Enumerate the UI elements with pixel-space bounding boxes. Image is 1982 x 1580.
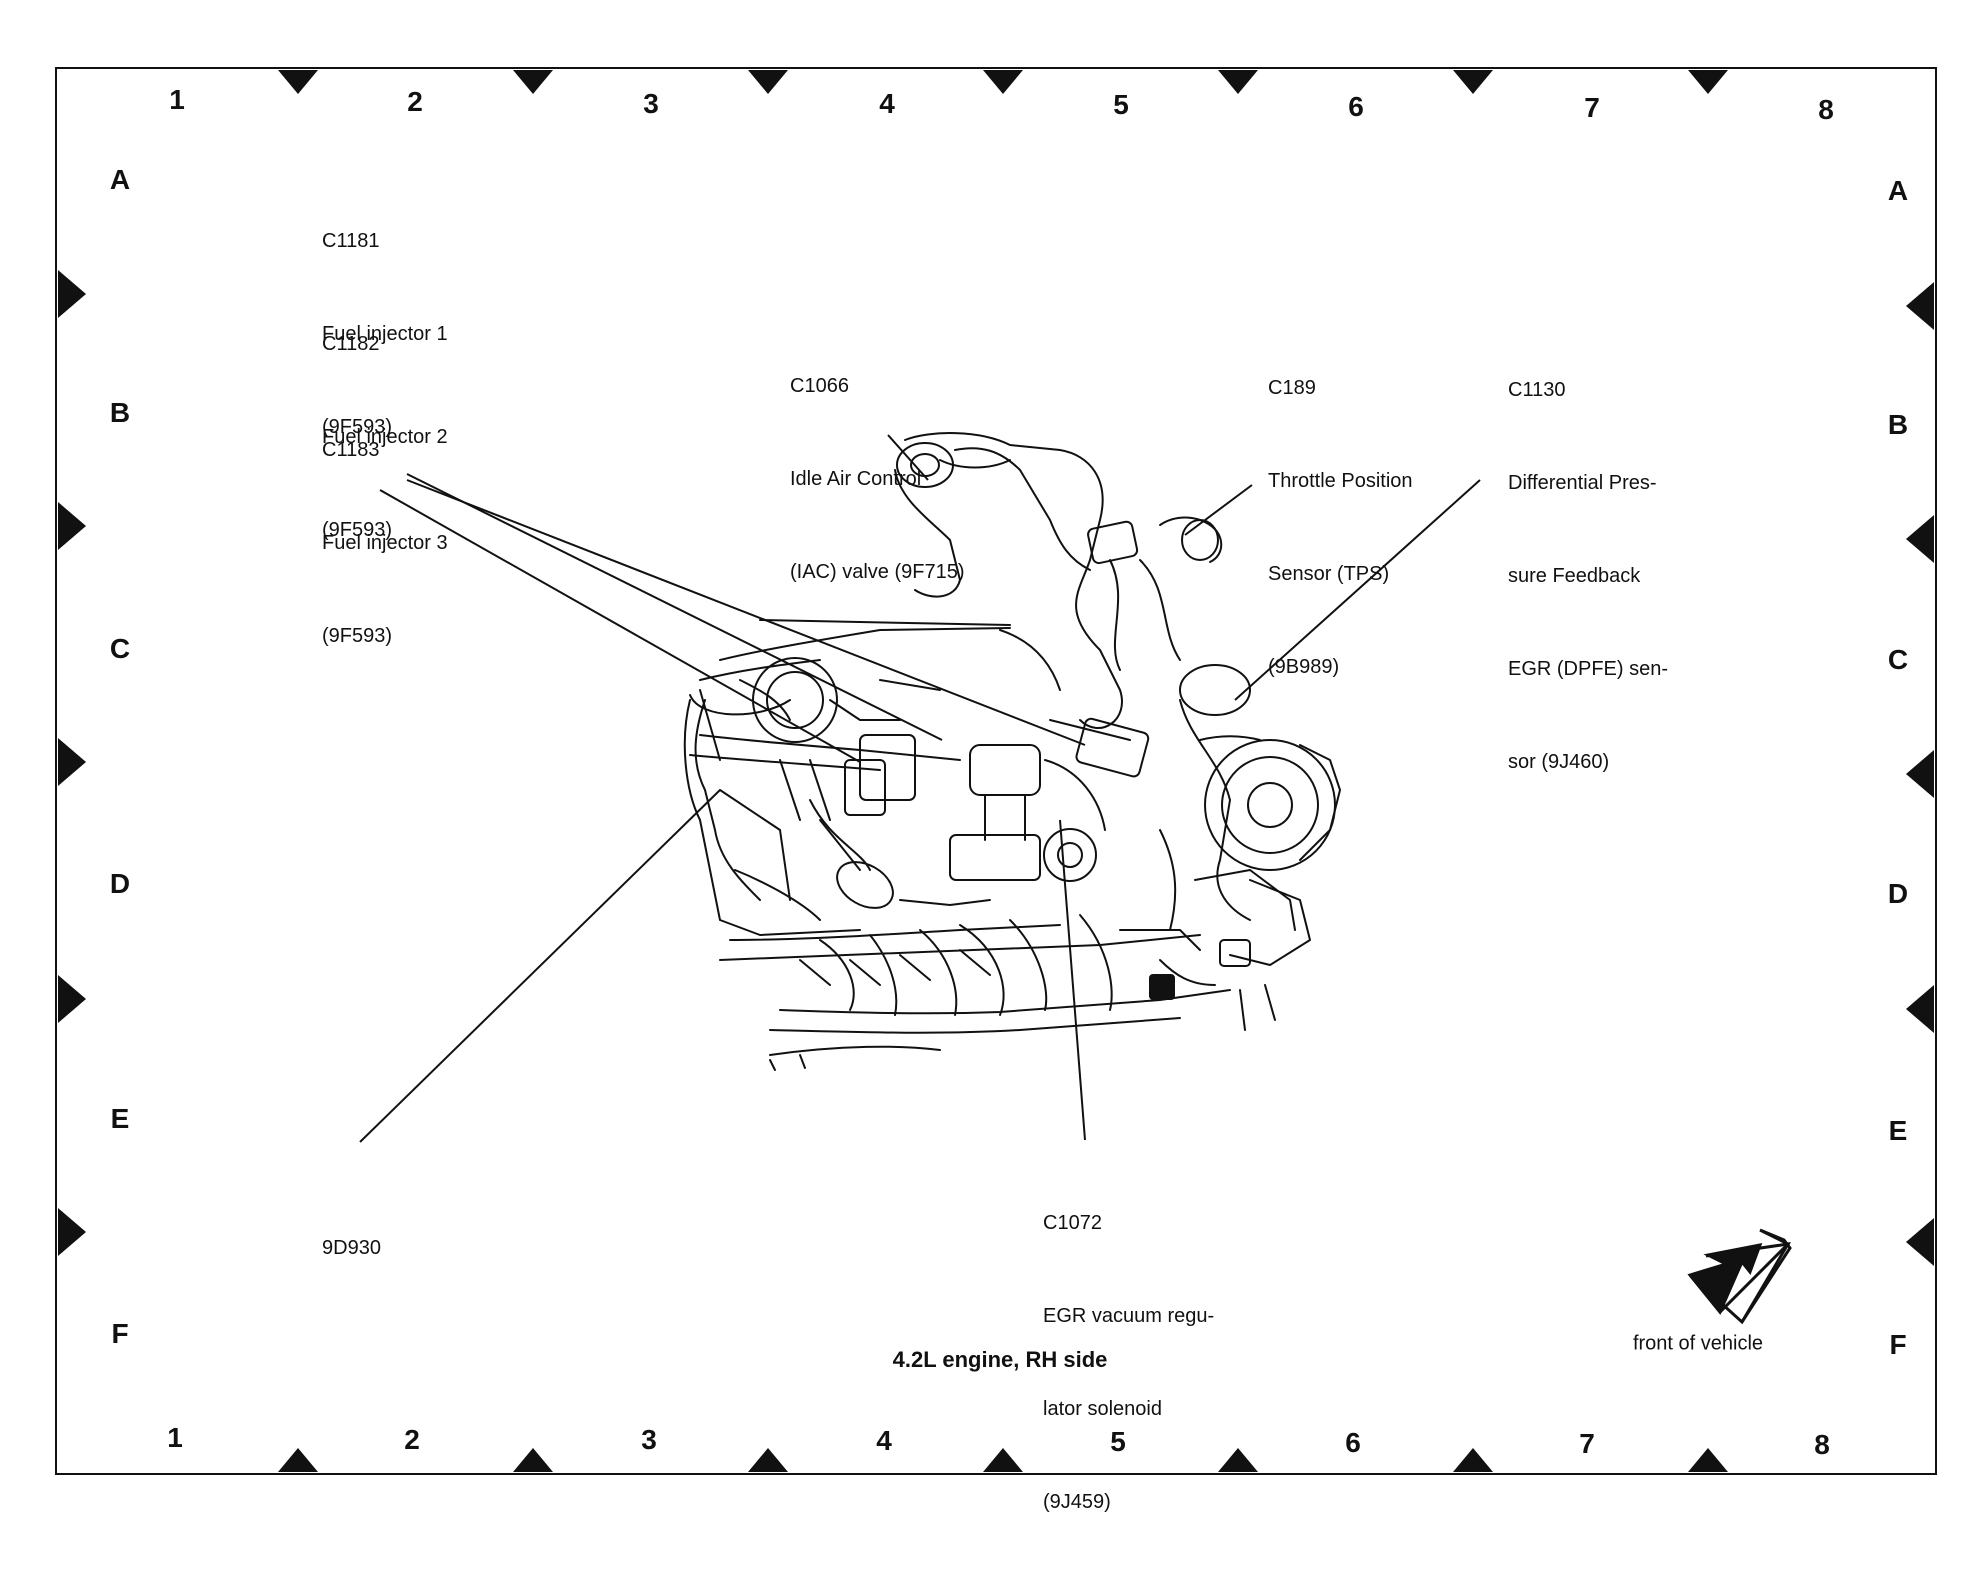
front-of-vehicle-arrow-icon xyxy=(1687,1228,1792,1325)
c1130-line4: sor (9J460) xyxy=(1508,751,1610,773)
grid-row-right-c: C xyxy=(1887,644,1909,675)
c1066-line2: (IAC) valve (9F715) xyxy=(790,561,965,583)
callout-c189: C189 Throttle Position Sensor (TPS) (9B9… xyxy=(1268,311,1413,745)
c1183-line1: Fuel injector 3 xyxy=(322,532,448,554)
grid-col-bottom-7: 7 xyxy=(1579,1428,1595,1459)
diagram-border xyxy=(55,67,1937,1475)
grid-col-top-5: 5 xyxy=(1113,89,1129,120)
grid-col-top-8: 8 xyxy=(1818,94,1834,125)
c1066-connector: C1066 xyxy=(790,375,849,397)
c1181-connector: C1181 xyxy=(322,230,380,252)
grid-col-top-1: 1 xyxy=(169,84,185,115)
grid-col-top-3: 3 xyxy=(643,88,659,119)
bottom-zone-markers xyxy=(278,1448,1728,1472)
c1072-line1: EGR vacuum regu- xyxy=(1043,1305,1215,1327)
grid-col-bottom-6: 6 xyxy=(1345,1427,1361,1458)
c1130-line3: EGR (DPFE) sen- xyxy=(1508,658,1669,680)
grid-col-bottom-4: 4 xyxy=(876,1425,892,1456)
grid-col-bottom-5: 5 xyxy=(1110,1426,1126,1457)
callout-9d930: 9D930 xyxy=(322,1171,381,1326)
c1072-connector: C1072 xyxy=(1043,1212,1102,1234)
c1182-line2: (9F593) xyxy=(322,519,393,541)
c189-line2: Sensor (TPS) xyxy=(1268,563,1390,585)
grid-row-left-a: A xyxy=(109,164,131,195)
grid-row-right-b: B xyxy=(1887,409,1909,440)
callout-c1072: C1072 EGR vacuum regu- lator solenoid (9… xyxy=(1043,1146,1214,1580)
left-zone-markers xyxy=(58,270,86,1256)
leader-lines xyxy=(359,434,1481,1143)
engine-illustration xyxy=(683,432,1341,1071)
callout-c1130: C1130 Differential Pres- sure Feedback E… xyxy=(1508,313,1668,840)
callout-c1181: C1181 Fuel injector 1 (9F593) xyxy=(322,164,448,505)
front-of-vehicle-label: front of vehicle xyxy=(1632,1332,1764,1355)
grid-row-left-f: F xyxy=(111,1318,129,1349)
grid-col-bottom-8: 8 xyxy=(1814,1429,1830,1460)
diagram-caption: 4.2L engine, RH side xyxy=(892,1347,1108,1372)
engine-diagram-svg xyxy=(55,67,1937,1475)
right-zone-markers xyxy=(1906,282,1934,1266)
c1183-connector: C1183 xyxy=(322,439,380,461)
grid-row-right-d: D xyxy=(1887,878,1909,909)
9d930-connector: 9D930 xyxy=(322,1237,381,1259)
c1066-line1: Idle Air Control xyxy=(790,468,922,490)
c1130-connector: C1130 xyxy=(1508,379,1566,401)
callout-c1066: C1066 Idle Air Control (IAC) valve (9F71… xyxy=(790,309,965,650)
grid-col-top-6: 6 xyxy=(1348,91,1364,122)
c1183-line2: (9F593) xyxy=(322,625,393,647)
grid-col-bottom-1: 1 xyxy=(167,1422,183,1453)
diagram-stage: 1 2 3 4 5 6 7 8 1 2 3 4 5 6 7 8 A B C D … xyxy=(55,67,1937,1513)
c1181-line1: Fuel injector 1 xyxy=(322,323,448,345)
grid-row-right-f: F xyxy=(1889,1329,1907,1360)
c1072-line3: (9J459) xyxy=(1043,1491,1111,1513)
grid-row-left-d: D xyxy=(109,868,131,899)
c189-connector: C189 xyxy=(1268,377,1316,399)
callout-c1182: C1182 Fuel injector 2 (9F593) xyxy=(322,267,448,608)
grid-col-top-7: 7 xyxy=(1584,92,1600,123)
c1181-line2: (9F593) xyxy=(322,416,393,438)
c189-line3: (9B989) xyxy=(1268,656,1340,678)
grid-row-left-e: E xyxy=(110,1103,130,1134)
grid-row-right-a: A xyxy=(1887,175,1909,206)
top-zone-markers xyxy=(278,70,1728,94)
c1130-line1: Differential Pres- xyxy=(1508,472,1657,494)
grid-row-left-b: B xyxy=(109,397,131,428)
c1182-connector: C1182 xyxy=(322,333,380,355)
grid-row-left-c: C xyxy=(109,633,131,664)
grid-col-bottom-2: 2 xyxy=(404,1424,420,1455)
grid-col-bottom-3: 3 xyxy=(641,1424,657,1455)
c189-line1: Throttle Position xyxy=(1268,470,1413,492)
grid-col-top-4: 4 xyxy=(879,88,895,119)
grid-col-top-2: 2 xyxy=(407,86,423,117)
grid-row-right-e: E xyxy=(1888,1115,1908,1146)
callout-c1183: C1183 Fuel injector 3 (9F593) xyxy=(322,373,448,714)
c1072-line2: lator solenoid xyxy=(1043,1398,1162,1420)
c1130-line2: sure Feedback xyxy=(1508,565,1641,587)
c1182-line1: Fuel injector 2 xyxy=(322,426,448,448)
